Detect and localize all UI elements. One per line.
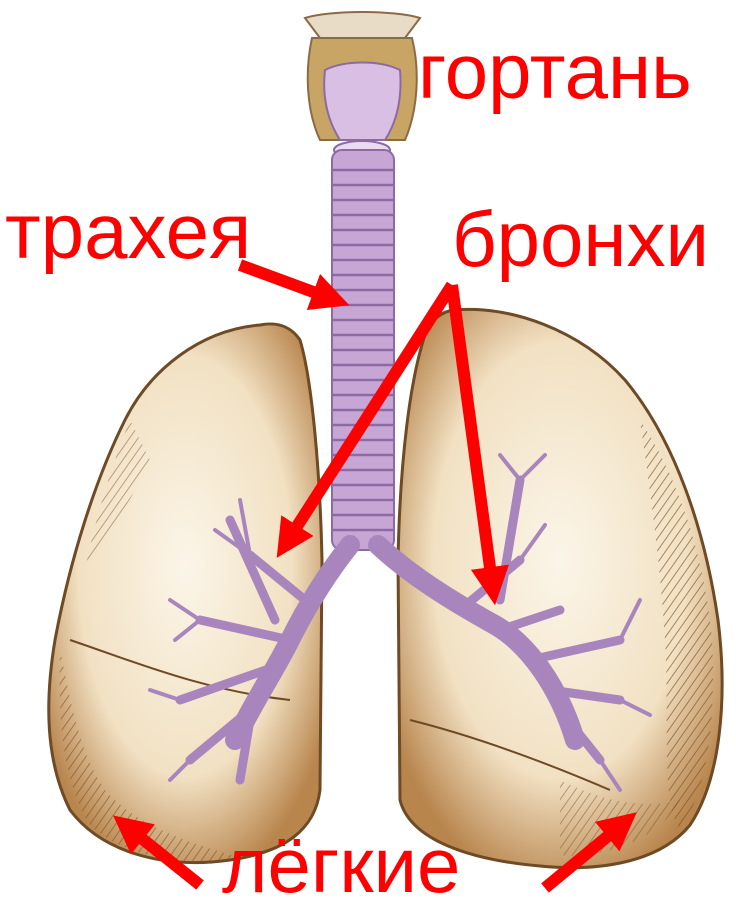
larynx [305,12,420,159]
label-larynx: гортань [418,32,692,110]
trachea [332,150,394,550]
trachea-arrow [240,265,335,300]
label-trachea: трахея [5,192,251,270]
label-bronchi: бронхи [452,200,709,278]
left-lung [49,324,322,863]
label-lungs: лёгкие [222,826,460,904]
